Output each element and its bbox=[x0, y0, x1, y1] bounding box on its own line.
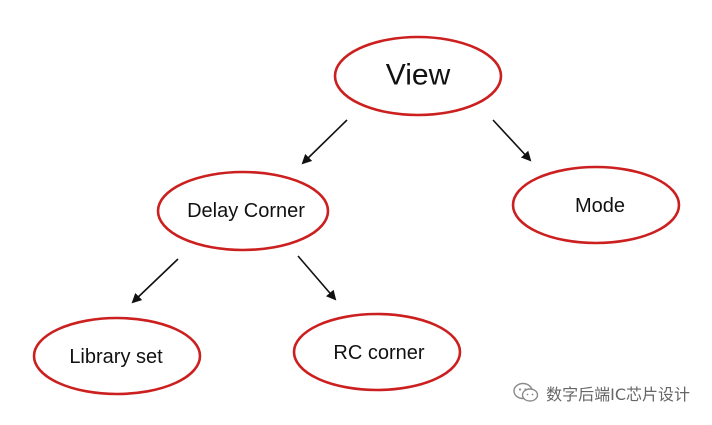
node-delay-corner-label: Delay Corner bbox=[187, 200, 305, 222]
node-delay-corner: Delay Corner bbox=[156, 170, 330, 252]
node-mode-label: Mode bbox=[575, 195, 625, 217]
node-library-set: Library set bbox=[32, 316, 202, 396]
node-view-label: View bbox=[386, 59, 451, 92]
edge-view-to-delay-corner bbox=[301, 119, 348, 165]
wechat-icon bbox=[513, 382, 539, 404]
watermark-text: 数字后端IC芯片设计 bbox=[546, 385, 690, 404]
node-mode-ellipse bbox=[511, 165, 681, 245]
node-rc-corner: RC corner bbox=[292, 312, 462, 392]
watermark: 数字后端IC芯片设计 bbox=[513, 381, 690, 405]
node-mode: Mode bbox=[511, 165, 681, 245]
node-library-set-ellipse bbox=[32, 316, 202, 396]
node-rc-corner-ellipse bbox=[292, 312, 462, 392]
edge-delay-corner-to-library-set bbox=[131, 258, 179, 304]
edge-delay-corner-to-rc-corner bbox=[297, 255, 337, 301]
node-delay-corner-ellipse bbox=[156, 170, 330, 252]
node-library-set-label: Library set bbox=[69, 346, 163, 368]
node-view-ellipse bbox=[333, 35, 503, 117]
node-rc-corner-label: RC corner bbox=[333, 342, 424, 364]
node-view: View bbox=[333, 35, 503, 117]
edge-view-to-mode bbox=[492, 119, 532, 162]
